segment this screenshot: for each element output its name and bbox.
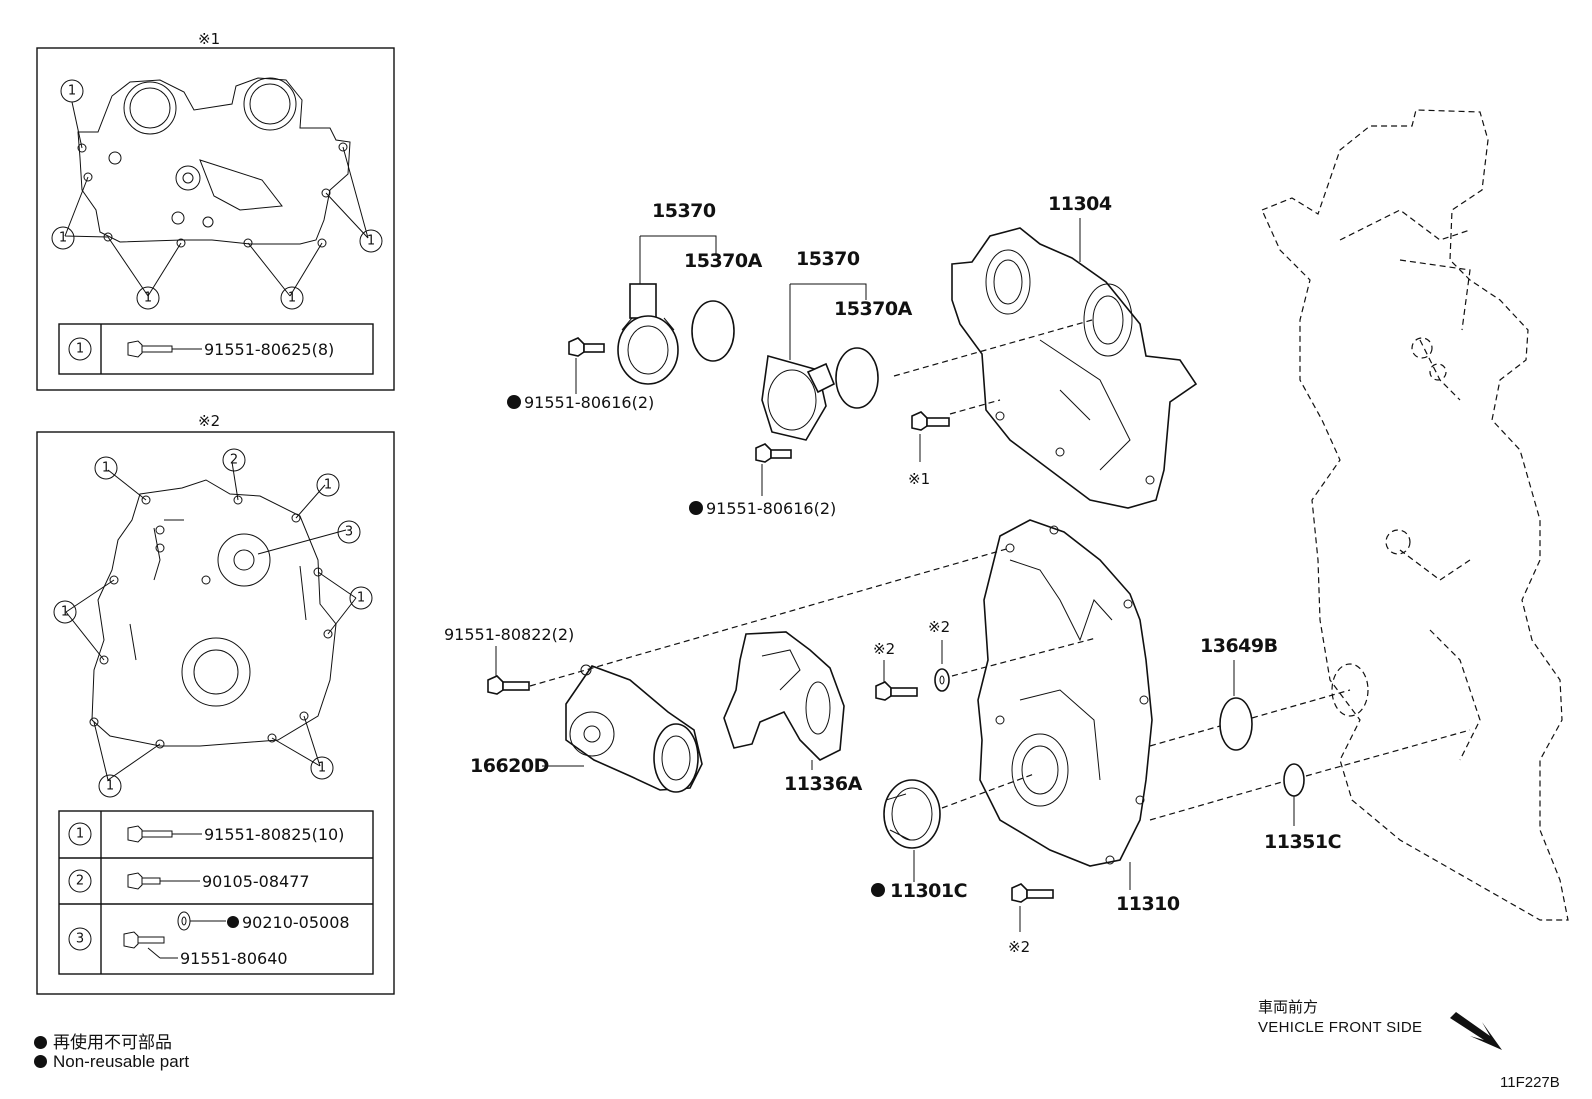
callout: 1 [59,231,67,246]
bolt-icon [123,931,165,949]
callout: 1 [357,591,365,606]
engine-block-outline [1261,109,1569,921]
legend-jp: 再使用不可部品 [34,1028,172,1053]
part-label-91551-80616: 91551-80616(2) [524,393,654,412]
o-ring-15370A-left [691,300,735,362]
tensioner-16620D [565,664,703,793]
inset-1-marker: ※1 [198,30,220,48]
washer-x2 [934,668,950,692]
bolt-x2-c [1011,883,1054,903]
part-label-15370A: 15370A [834,298,913,320]
o-ring-11351C [1283,763,1305,797]
inset-2-marker: ※2 [198,412,220,430]
part-label-11301C: 11301C [890,880,967,902]
camshaft-timing-actuator-left [617,283,679,385]
bolt-icon [127,872,161,890]
bolt-icon [127,340,173,358]
marker-x2: ※2 [873,640,895,658]
callout: 1 [318,761,326,776]
table-part: 91551-80825(10) [204,825,344,844]
main-view: 15370 15370A 91551-80616(2) 15370 15370A [444,109,1569,956]
part-label-13649B: 13649B [1200,635,1278,657]
bolt-91551-80822 [487,675,530,695]
bolt-x1 [911,411,950,431]
table-part: 91551-80640 [180,949,288,968]
o-ring-15370A-right [835,347,879,409]
callout: 1 [144,291,152,306]
legend-text-jp: 再使用不可部品 [53,1033,172,1052]
timing-chain-cover-11310 [977,519,1153,867]
part-label-15370: 15370 [652,200,716,222]
table-key: 1 [76,827,84,842]
part-label-15370: 15370 [796,248,860,270]
table-key: 2 [76,874,84,889]
table-part: 91551-80625(8) [204,340,334,359]
legend-bullet-icon [34,1055,47,1068]
table-key: 3 [76,932,84,947]
bolt-icon [127,825,173,843]
legend-en: Non-reusable part [34,1052,189,1072]
callout: 3 [345,525,353,540]
direction-en: VEHICLE FRONT SIDE [1258,1019,1423,1036]
inset-1: ※1 1 1 1 1 1 1 [36,30,395,391]
table-part: 90105-08477 [202,872,310,891]
bolt-x2-a [875,681,918,701]
part-label-91551-80616: 91551-80616(2) [706,499,836,518]
bracket-11336A [723,631,845,761]
marker-x2: ※2 [928,618,950,636]
part-label-11336A: 11336A [784,773,863,795]
bolt-91551-80616-a [568,337,605,357]
marker-x1: ※1 [908,470,930,488]
bolt-91551-80616-b [755,443,792,463]
inset-2: ※2 1 2 1 3 1 [36,412,395,995]
callout: 1 [102,461,110,476]
timing-chain-cover-11304 [951,227,1198,509]
part-label-91551-80822: 91551-80822(2) [444,625,574,644]
washer-icon [177,911,191,931]
callout: 1 [367,234,375,249]
callout: 1 [68,84,76,99]
figure-id: 11F227B [1500,1074,1560,1091]
vehicle-front-arrow-icon [1450,1012,1502,1050]
part-label-11351C: 11351C [1264,831,1341,853]
legend-bullet-icon [34,1036,47,1049]
part-label-15370A: 15370A [684,250,763,272]
o-ring-13649B [1219,697,1253,751]
callout: 1 [61,605,69,620]
callout: 1 [106,779,114,794]
part-label-11304: 11304 [1048,193,1112,215]
direction-jp: 車両前方 [1258,999,1319,1016]
oil-seal-11301C [883,779,941,849]
camshaft-timing-actuator-right [761,354,836,441]
legend-text-en: Non-reusable part [53,1052,190,1071]
part-label-11310: 11310 [1116,893,1180,915]
table-part-extra: 90210-05008 [242,913,350,932]
callout: 2 [230,453,238,468]
table-key: 1 [76,342,84,357]
callout: 1 [288,291,296,306]
marker-x2: ※2 [1008,938,1030,956]
part-label-16620D: 16620D [470,755,549,777]
callout: 1 [324,478,332,493]
